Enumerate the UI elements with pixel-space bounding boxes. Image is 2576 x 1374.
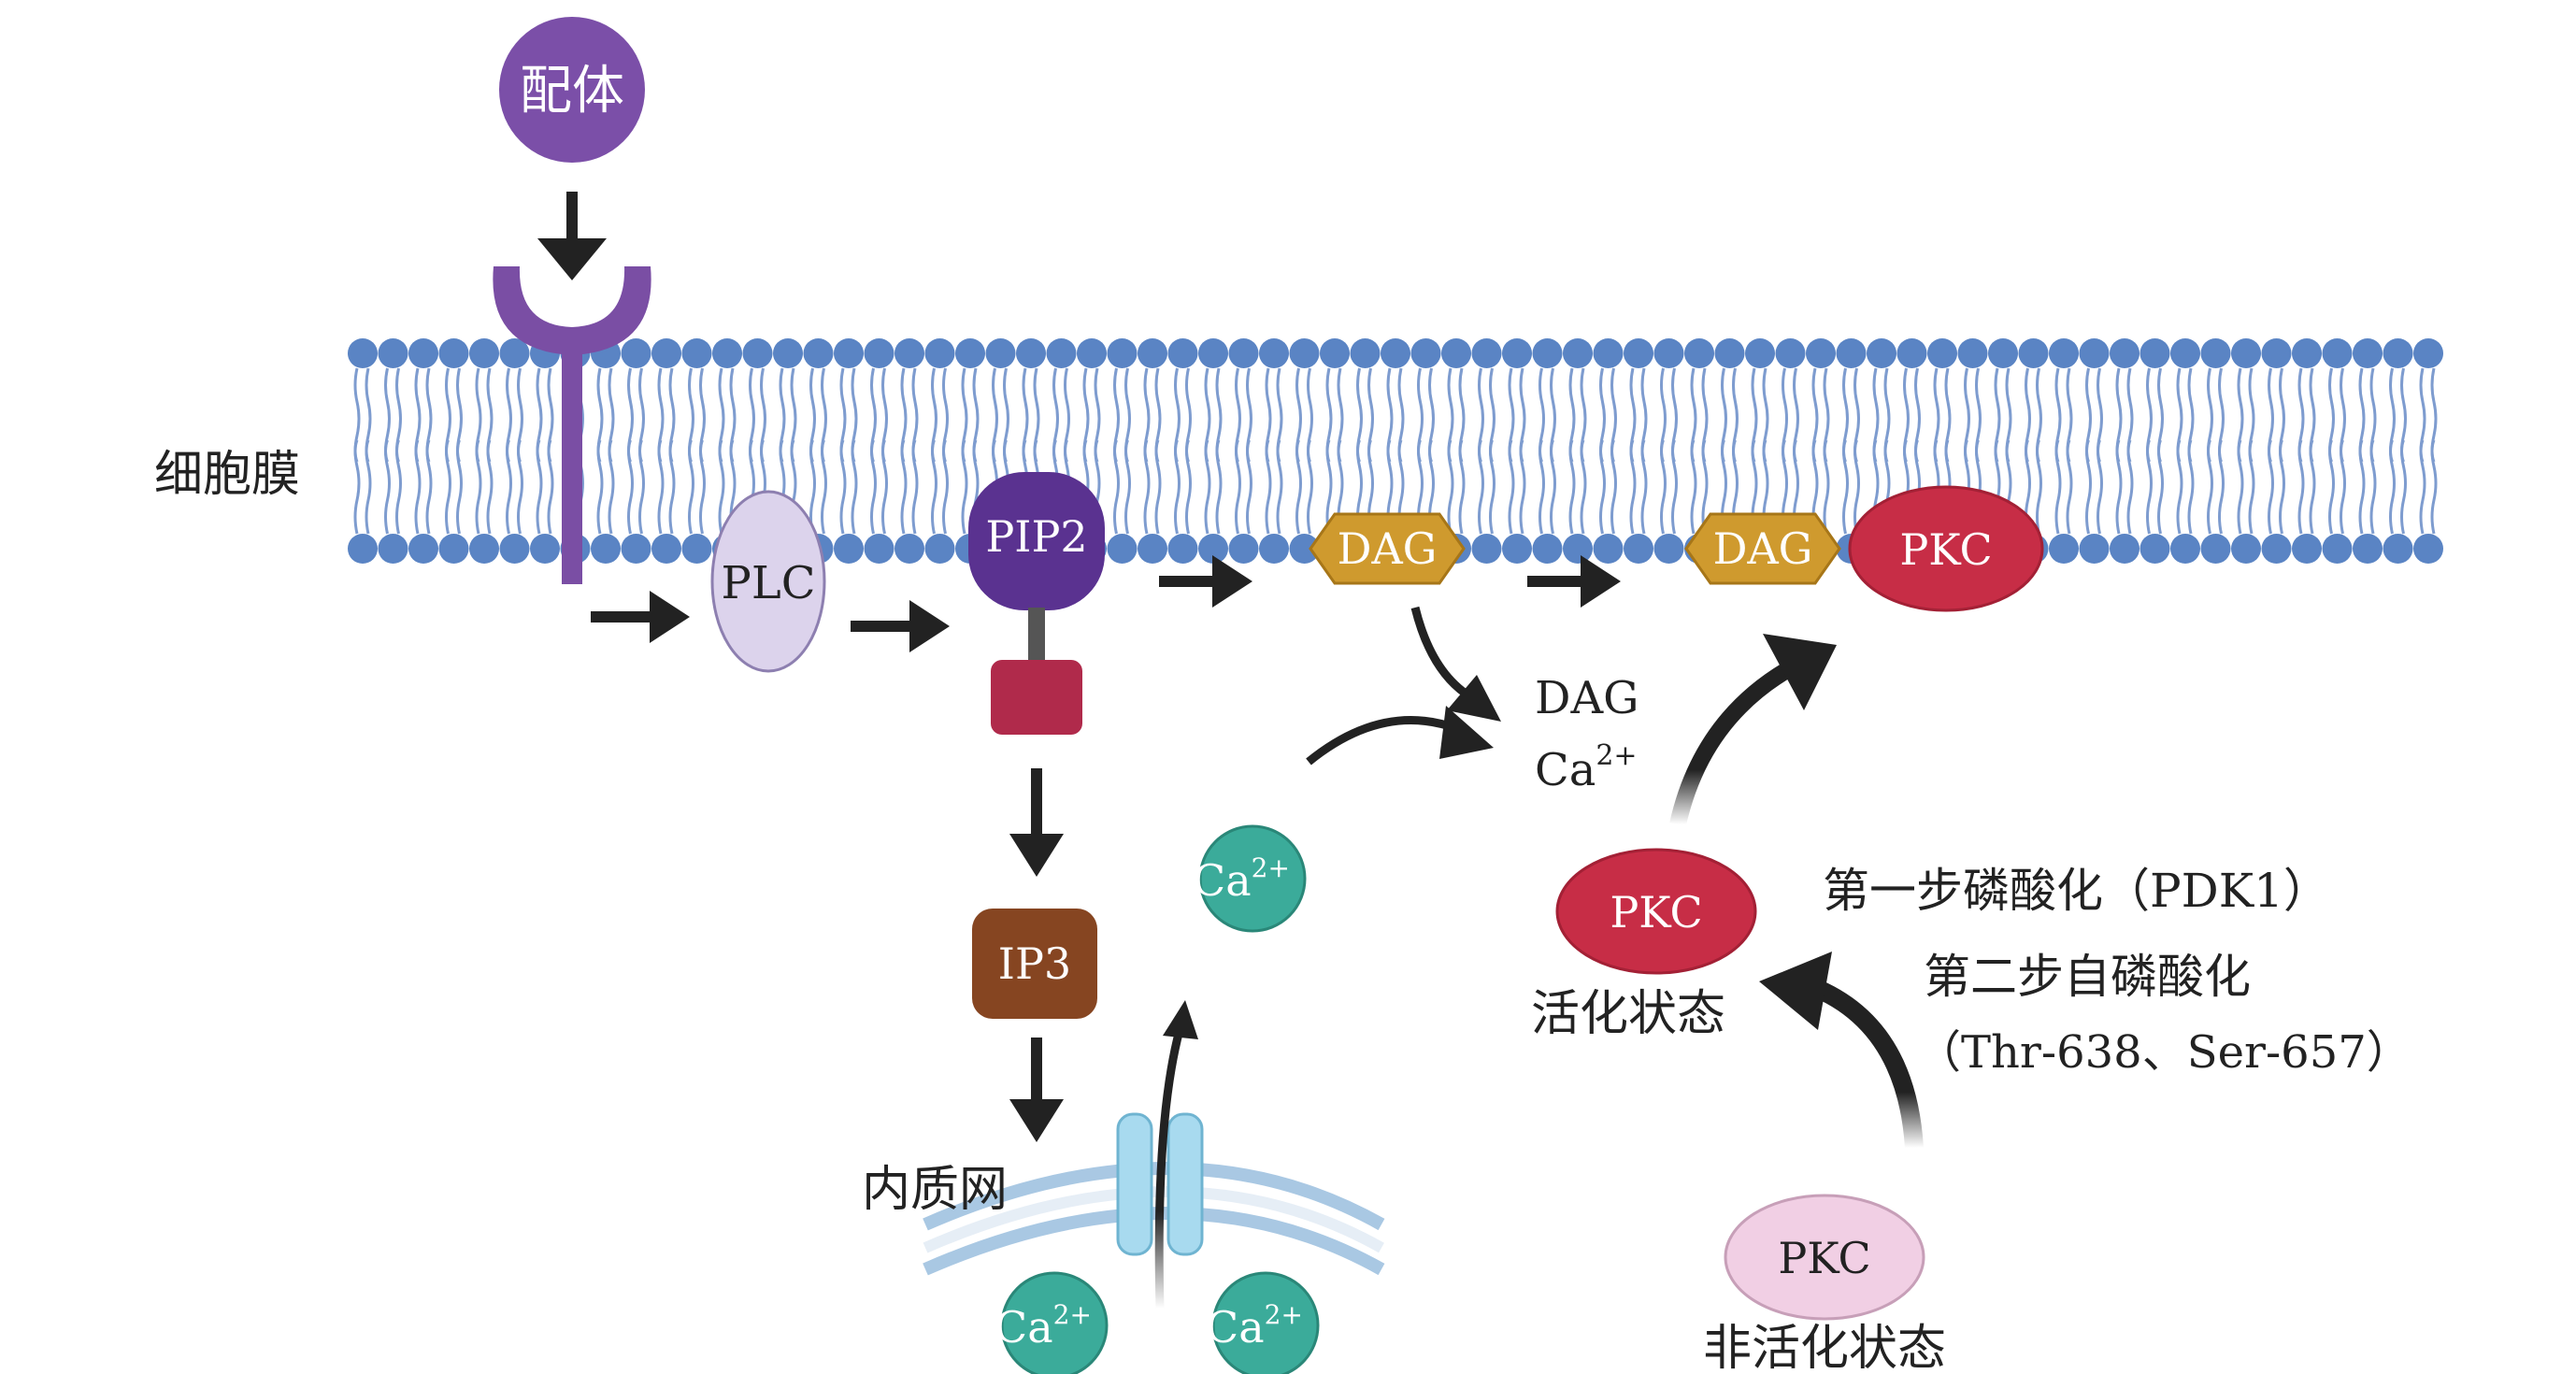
ca-ion-cytosol: Ca2+ bbox=[1193, 824, 1307, 933]
pkc-inactive-label: PKC bbox=[1778, 1233, 1870, 1283]
arrow-pip2-to-ip3 bbox=[1009, 768, 1064, 877]
ca-ion-er-left: Ca2+ bbox=[995, 1271, 1109, 1374]
er-label: 内质网 bbox=[862, 1162, 1008, 1218]
pip2-label: PIP2 bbox=[985, 511, 1087, 562]
pip2: PIP2 bbox=[968, 472, 1105, 735]
arrow-dag-to-dag-ca bbox=[1410, 606, 1501, 722]
step2-sites-label: （Thr-638、Ser-657） bbox=[1916, 1026, 2411, 1079]
pkc-inactive: PKC bbox=[1724, 1194, 1925, 1321]
ca-ion-er-right: Ca2+ bbox=[1206, 1271, 1320, 1374]
ligand-label: 配体 bbox=[520, 61, 624, 122]
pkc-active: PKC bbox=[1555, 848, 1757, 975]
ca-channel bbox=[1116, 1112, 1204, 1256]
arrow-ip3-to-er bbox=[1009, 1038, 1064, 1142]
arrow-ca-release bbox=[1154, 1000, 1198, 1310]
svg-text:Ca2+: Ca2+ bbox=[1193, 852, 1290, 906]
ca-ion-label: Ca bbox=[1206, 1302, 1265, 1353]
ca-ion-sup: 2+ bbox=[1265, 1299, 1303, 1330]
dag-1: DAG bbox=[1309, 512, 1466, 585]
dag-2-label: DAG bbox=[1713, 523, 1813, 574]
arrow-ligand-to-receptor bbox=[537, 192, 607, 280]
cell-membrane-bilayer bbox=[348, 338, 2443, 564]
plc: PLC bbox=[710, 490, 826, 673]
dag-1-label: DAG bbox=[1338, 523, 1438, 574]
arrow-ca-to-dag-ca bbox=[1306, 706, 1494, 766]
ca-ion-sup: 2+ bbox=[1252, 852, 1290, 883]
cell-membrane-label: 细胞膜 bbox=[154, 447, 300, 503]
ip3: IP3 bbox=[972, 909, 1097, 1019]
ca-text-label: Ca bbox=[1535, 744, 1596, 796]
arrow-plc-to-pip2 bbox=[851, 600, 950, 652]
svg-text:Ca2+: Ca2+ bbox=[995, 1299, 1092, 1353]
arrow-dag-to-dag-pkc bbox=[1527, 555, 1621, 608]
ca-ion-label: Ca bbox=[995, 1302, 1053, 1353]
arrow-receptor-to-plc bbox=[591, 591, 690, 643]
arrow-pkc-active-to-membrane bbox=[1669, 634, 1837, 826]
inactive-state-label: 非活化状态 bbox=[1703, 1321, 1946, 1374]
step1-label: 第一步磷酸化（PDK1） bbox=[1823, 864, 2330, 918]
ca-ion-sup: 2+ bbox=[1053, 1299, 1092, 1330]
plc-label: PLC bbox=[722, 557, 816, 609]
dag-pkc-complex: DAG PKC bbox=[1684, 485, 2044, 612]
pkc-active-label: PKC bbox=[1610, 887, 1702, 937]
arrow-pip2-to-dag bbox=[1159, 555, 1252, 608]
arrow-pkc-inactive-to-active bbox=[1759, 952, 1924, 1149]
ca-ion-label: Ca bbox=[1193, 855, 1252, 906]
svg-text:Ca2+: Ca2+ bbox=[1535, 739, 1638, 796]
receptor bbox=[493, 266, 651, 584]
active-state-label: 活化状态 bbox=[1531, 986, 1725, 1042]
ca-text-sup: 2+ bbox=[1596, 739, 1637, 772]
svg-text:Ca2+: Ca2+ bbox=[1206, 1299, 1303, 1353]
pkc-membrane-label: PKC bbox=[1899, 524, 1992, 575]
step2-label: 第二步自磷酸化 bbox=[1924, 950, 2251, 1004]
ip3-label: IP3 bbox=[998, 938, 1071, 989]
dag-text-label: DAG bbox=[1535, 672, 1639, 724]
ligand: 配体 bbox=[499, 17, 645, 163]
